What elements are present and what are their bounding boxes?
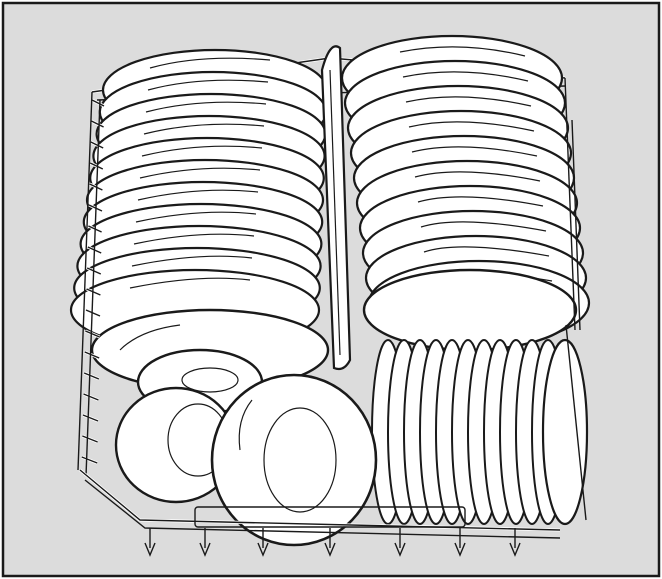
loose-plates	[90, 308, 378, 547]
basket-foot	[144, 528, 156, 557]
left-plate-row	[69, 48, 329, 352]
loose-plate	[210, 373, 378, 547]
basket-front-rail	[79, 468, 561, 539]
basket-foot	[454, 528, 466, 557]
basket-foot	[199, 528, 211, 557]
basket-foot	[509, 528, 521, 557]
divider-rail	[320, 45, 352, 371]
plate	[362, 268, 578, 352]
small-plate	[541, 338, 589, 526]
basket-foot	[324, 528, 336, 557]
basket-feet	[144, 528, 521, 557]
right-plate-row	[340, 34, 591, 352]
basket-foot	[394, 528, 406, 557]
right-rack-wires	[564, 77, 587, 521]
left-rack-tines	[77, 91, 105, 477]
front-plate-row	[371, 338, 589, 526]
basket-foot	[257, 528, 269, 557]
